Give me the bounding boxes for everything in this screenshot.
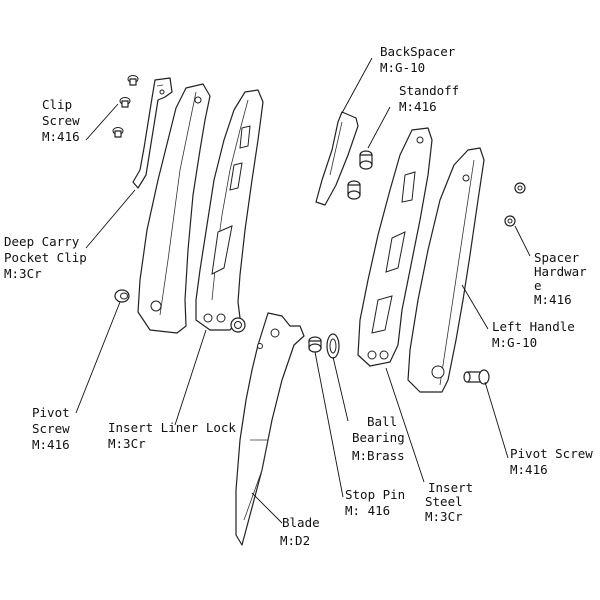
left-washer-part <box>230 317 246 333</box>
label-deep-carry-clip-name-1: Deep Carry <box>4 234 80 249</box>
label-deep-carry-clip-material: M:3Cr <box>4 266 42 281</box>
blade-part <box>235 312 305 546</box>
label-insert-steel-name-2: Steel <box>425 494 463 509</box>
label-stop-pin: Stop Pin M: 416 <box>345 487 405 518</box>
left-handle-part <box>407 147 485 393</box>
label-clip-screw: Clip Screw M:416 <box>42 97 80 144</box>
label-blade: Blade M:D2 <box>280 515 320 548</box>
label-pivot-screw-right: Pivot Screw M:416 <box>510 446 593 477</box>
clip-screw-parts <box>112 75 139 138</box>
label-insert-liner-lock-name: Insert Liner Lock <box>108 420 236 435</box>
label-left-handle-name: Left Handle <box>492 319 575 334</box>
left-pivot-screw-part <box>114 289 130 303</box>
label-deep-carry-clip-name-2: Pocket Clip <box>4 250 87 265</box>
label-clip-screw-name-1: Clip <box>42 97 72 112</box>
ball-bearing-part <box>326 333 340 359</box>
label-insert-liner-lock: Insert Liner Lock M:3Cr <box>108 420 236 451</box>
label-pivot-screw-left-name-1: Pivot <box>32 405 70 420</box>
label-blade-name: Blade <box>282 515 320 530</box>
label-blade-material: M:D2 <box>280 533 310 548</box>
label-stop-pin-material: M: 416 <box>345 503 390 518</box>
label-ball-bearing-name-1: Ball <box>367 414 397 429</box>
label-insert-steel-name-1: Insert <box>428 480 473 495</box>
label-clip-screw-material: M:416 <box>42 129 80 144</box>
label-standoff-name: Standoff <box>399 83 459 98</box>
label-standoff-material: M:416 <box>399 99 437 114</box>
label-left-handle-material: M:G-10 <box>492 335 537 350</box>
label-deep-carry-clip: Deep Carry Pocket Clip M:3Cr <box>4 234 87 281</box>
label-spacer-hardware: Spacer Hardwar e M:416 <box>534 250 587 307</box>
insert-liner-lock-part <box>195 89 264 331</box>
deep-carry-pocket-clip-part <box>132 77 173 189</box>
label-spacer-hardware-name-2: Hardwar <box>534 264 587 279</box>
label-insert-liner-lock-material: M:3Cr <box>108 436 146 451</box>
label-spacer-hardware-material: M:416 <box>534 292 572 307</box>
label-ball-bearing-material: M:Brass <box>352 448 405 463</box>
label-pivot-screw-left-name-2: Screw <box>32 421 70 436</box>
label-backspacer-name: BackSpacer <box>380 44 456 59</box>
standoff-parts <box>347 150 373 200</box>
backspacer-part <box>315 111 359 206</box>
spacer-hardware-parts <box>504 182 526 227</box>
label-insert-steel-material: M:3Cr <box>425 509 463 524</box>
label-ball-bearing-name-2: Bearing <box>352 430 405 445</box>
label-spacer-hardware-name-3: e <box>534 278 542 293</box>
label-insert-steel: Insert Steel M:3Cr <box>425 480 473 524</box>
right-pivot-screw-part <box>463 369 490 385</box>
label-spacer-hardware-name-1: Spacer <box>534 250 580 265</box>
stop-pin-part <box>308 336 322 353</box>
label-stop-pin-name: Stop Pin <box>345 487 405 502</box>
leader-lines <box>75 57 531 524</box>
label-backspacer-material: M:G-10 <box>380 60 425 75</box>
label-backspacer: BackSpacer M:G-10 <box>380 44 456 75</box>
insert-steel-part <box>357 127 433 367</box>
label-pivot-screw-left-material: M:416 <box>32 437 70 452</box>
label-left-handle: Left Handle M:G-10 <box>492 319 575 350</box>
label-clip-screw-name-2: Screw <box>42 113 80 128</box>
label-pivot-screw-right-name: Pivot Screw <box>510 446 593 461</box>
label-pivot-screw-left: Pivot Screw M:416 <box>32 405 70 452</box>
label-ball-bearing: Ball Bearing M:Brass <box>352 414 405 463</box>
label-pivot-screw-right-material: M:416 <box>510 462 548 477</box>
left-scale-part <box>137 83 211 334</box>
label-standoff: Standoff M:416 <box>399 83 459 114</box>
